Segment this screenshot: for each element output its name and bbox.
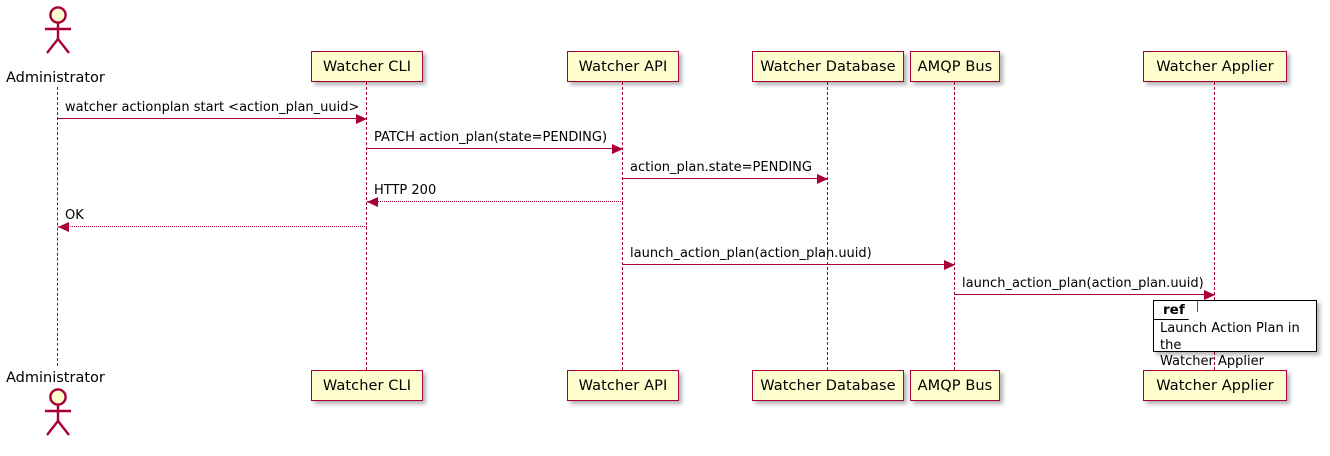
message-arrowhead-1	[356, 113, 367, 124]
message-arrowhead-3	[817, 173, 828, 184]
message-label-4: HTTP 200	[374, 183, 437, 198]
participant-label-amqp-bus: AMQP Bus	[917, 58, 993, 75]
message-label-6: launch_action_plan(action_plan.uuid)	[630, 246, 872, 261]
message-arrowhead-4	[367, 196, 378, 207]
lifeline-watcher-api	[622, 82, 624, 370]
message-line-4	[367, 201, 623, 202]
message-arrowhead-5	[58, 221, 69, 232]
message-line-2	[367, 148, 623, 149]
actor-figure-administrator	[36, 4, 80, 60]
message-label-2: PATCH action_plan(state=PENDING)	[374, 130, 608, 145]
message-line-3	[623, 178, 828, 179]
participant-label-watcher-api: Watcher API	[578, 58, 668, 75]
participant-box-watcher-applier-head[interactable]: Watcher Applier	[1142, 51, 1288, 82]
ref-fragment-text: Launch Action Plan in the Watcher Applie…	[1160, 321, 1300, 369]
participant-box-watcher-db-head[interactable]: Watcher Database	[751, 51, 905, 82]
participant-label-administrator: Administrator	[6, 70, 105, 86]
actor-figure-administrator	[36, 386, 80, 442]
participant-box-amqp-bus-head[interactable]: AMQP Bus	[910, 51, 1000, 82]
lifeline-watcher-db	[827, 82, 829, 370]
participant-label-administrator: Administrator	[6, 370, 105, 386]
message-line-6	[623, 264, 955, 265]
participant-label-watcher-applier: Watcher Applier	[1156, 377, 1274, 394]
participant-label-amqp-bus: AMQP Bus	[917, 377, 993, 394]
participant-box-watcher-db-foot[interactable]: Watcher Database	[751, 370, 905, 401]
lifeline-administrator	[57, 87, 59, 366]
message-line-5	[58, 226, 367, 227]
message-arrowhead-6	[944, 259, 955, 270]
participant-box-watcher-applier-foot[interactable]: Watcher Applier	[1142, 370, 1288, 401]
message-line-7	[955, 294, 1215, 295]
lifeline-watcher-applier	[1214, 82, 1216, 370]
message-label-7: launch_action_plan(action_plan.uuid)	[962, 276, 1204, 291]
participant-box-amqp-bus-foot[interactable]: AMQP Bus	[910, 370, 1000, 401]
participant-box-watcher-cli-foot[interactable]: Watcher CLI	[310, 370, 424, 401]
participant-label-watcher-api: Watcher API	[578, 377, 668, 394]
message-arrowhead-2	[612, 143, 623, 154]
participant-box-watcher-api-head[interactable]: Watcher API	[566, 51, 680, 82]
participant-box-watcher-cli-head[interactable]: Watcher CLI	[310, 51, 424, 82]
message-label-3: action_plan.state=PENDING	[630, 160, 812, 175]
ref-fragment-tab-label: ref	[1154, 301, 1198, 320]
participant-box-watcher-api-foot[interactable]: Watcher API	[566, 370, 680, 401]
participant-label-watcher-db: Watcher Database	[760, 58, 896, 75]
participant-label-watcher-applier: Watcher Applier	[1156, 58, 1274, 75]
participant-label-watcher-cli: Watcher CLI	[322, 377, 412, 394]
participant-label-watcher-cli: Watcher CLI	[322, 58, 412, 75]
message-label-5: OK	[65, 208, 84, 223]
message-label-1: watcher actionplan start <action_plan_uu…	[65, 100, 360, 115]
lifeline-amqp-bus	[954, 82, 956, 370]
participant-label-watcher-db: Watcher Database	[760, 377, 896, 394]
message-arrowhead-7	[1204, 289, 1215, 300]
message-line-1	[58, 118, 367, 119]
